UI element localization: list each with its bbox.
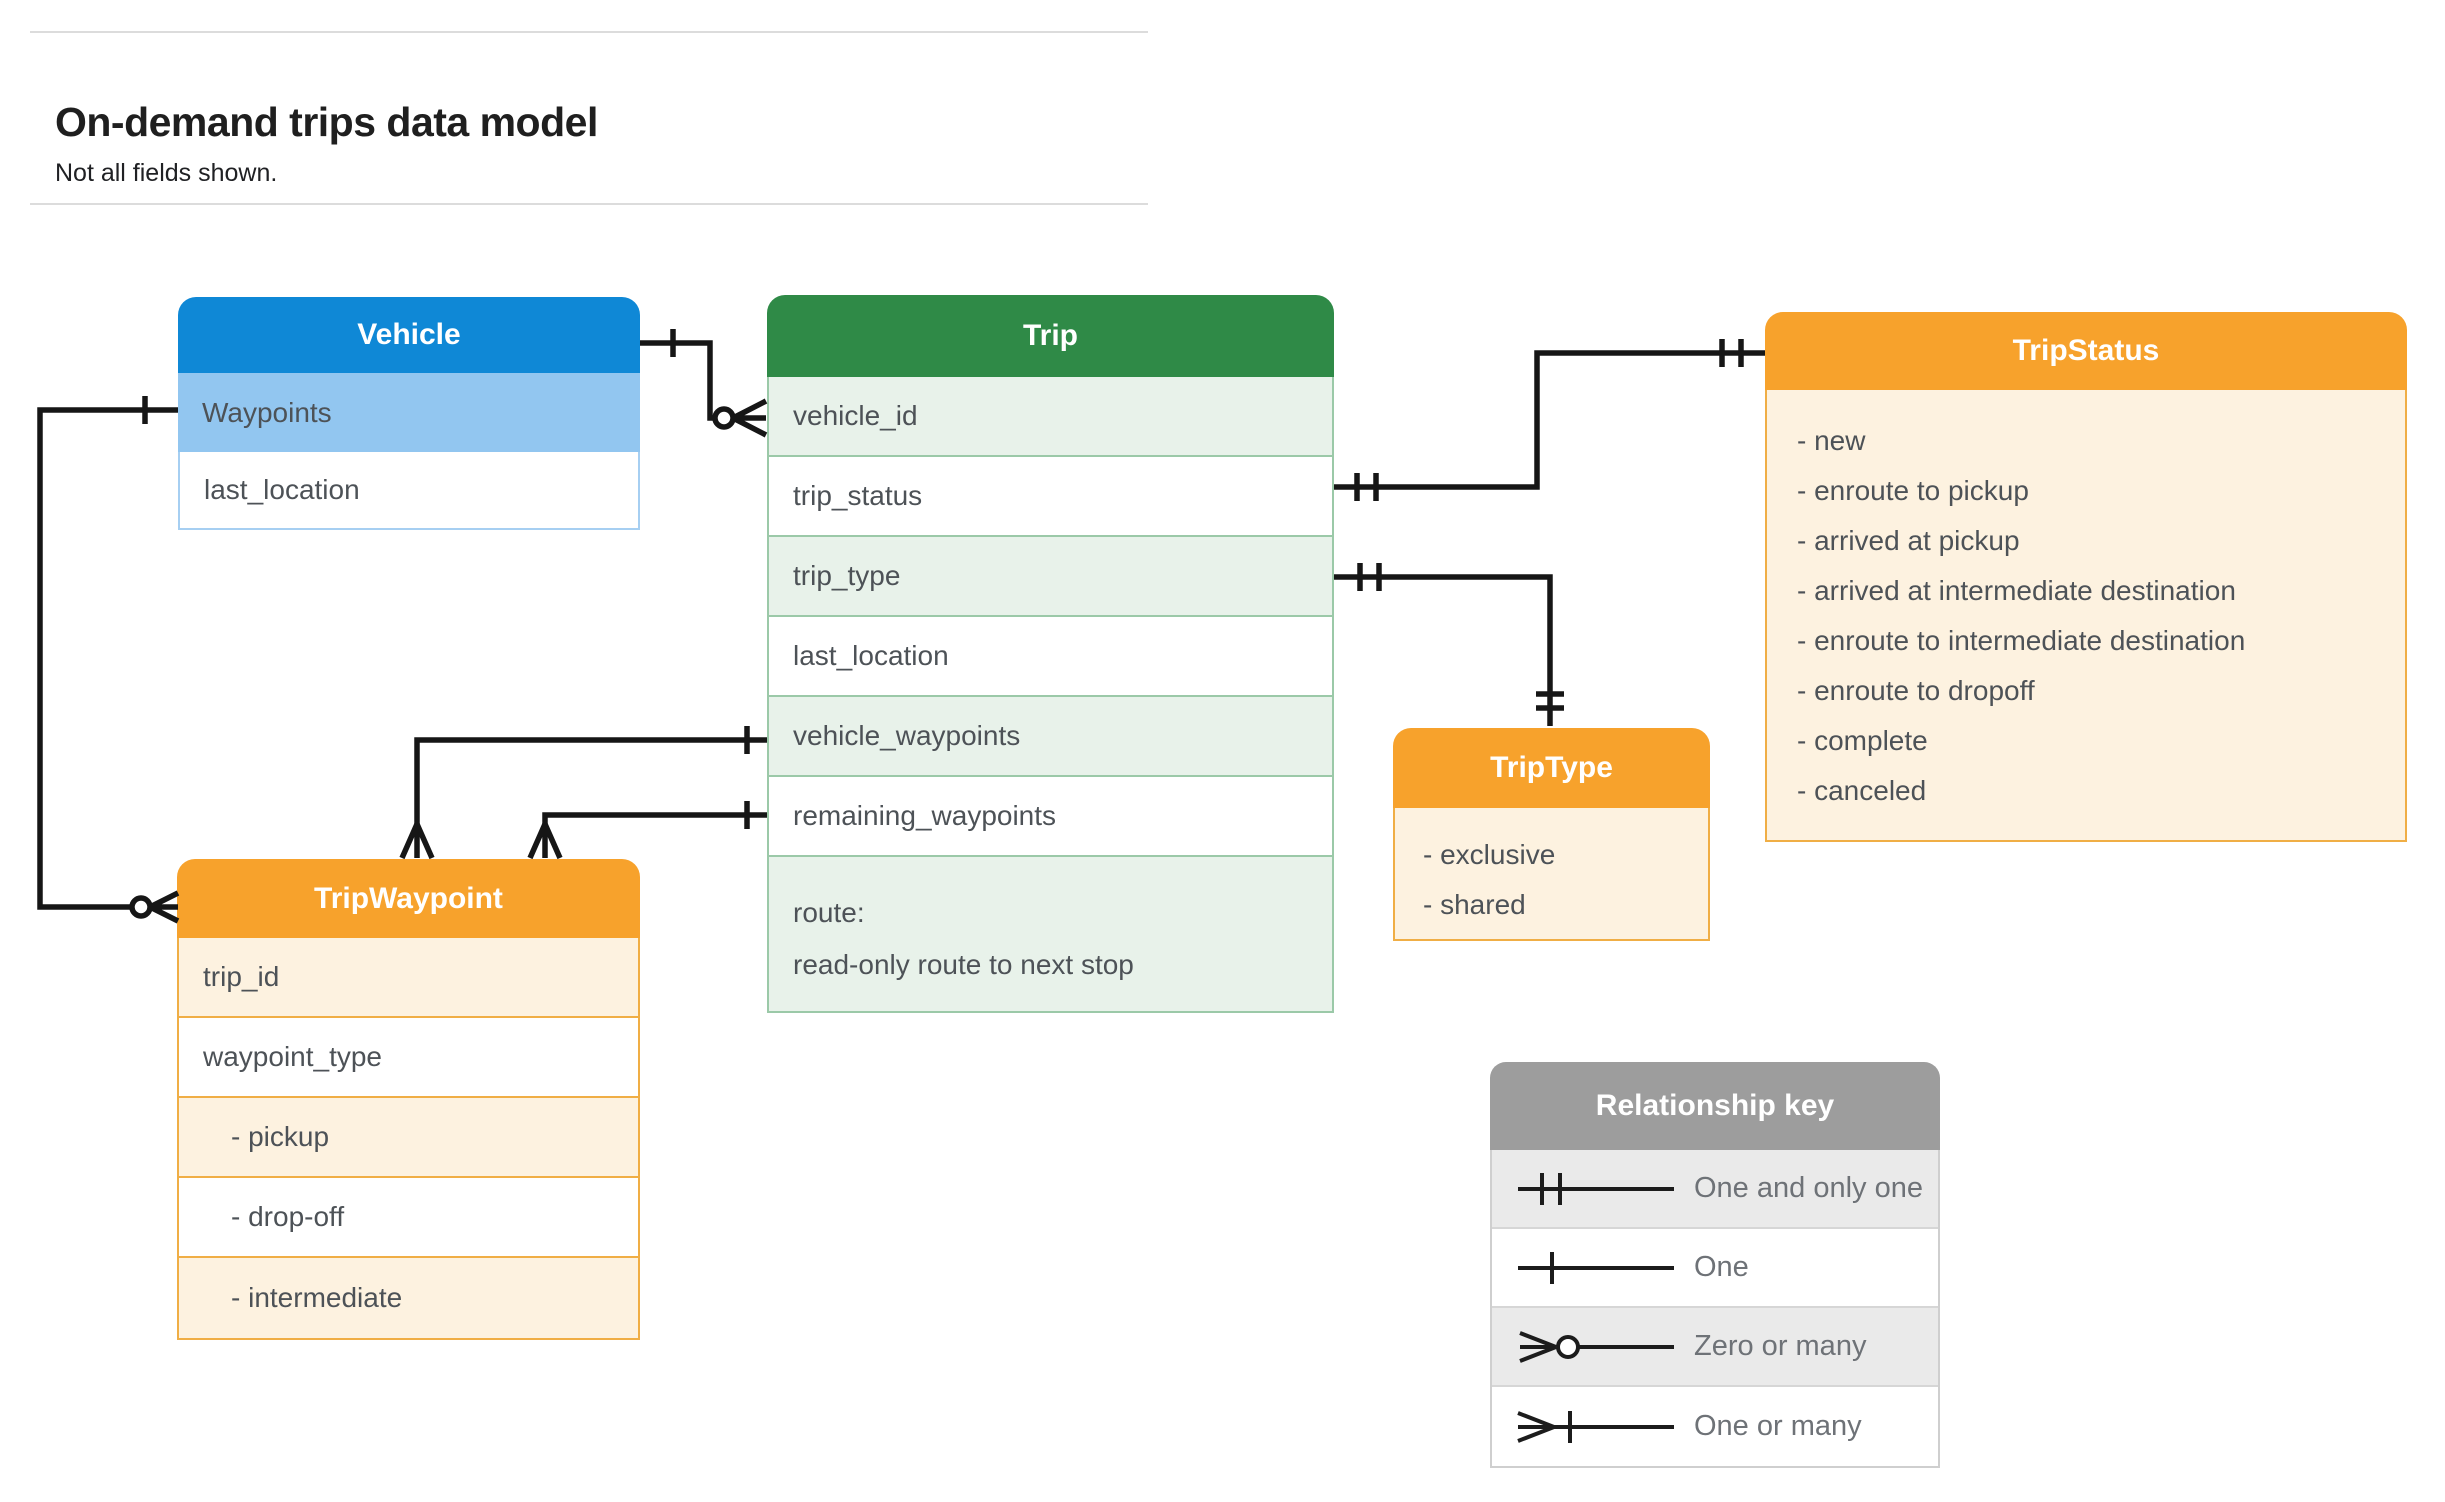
trip-field-vehicle-id: vehicle_id [769,377,1332,457]
entity-trip-waypoint-title: TripWaypoint [177,859,640,938]
trip-status-value-canceled: - canceled [1797,775,1927,806]
trip-field-vehicle-waypoints: vehicle_waypoints [769,697,1332,777]
trip-type-value-exclusive: - exclusive [1423,839,1556,870]
trip-status-value-new: - new [1797,425,1866,456]
title-divider-bottom [30,203,1148,205]
page-subtitle: Not all fields shown. [55,159,278,187]
legend-row-one-or-many: One or many [1492,1387,1938,1466]
trip-status-value-enroute-to-intermediate-destination: - enroute to intermediate destination [1797,625,2246,656]
trip-field-route: route: read-only route to next stop [769,857,1332,1011]
trip-waypoint-value-drop-off: - drop-off [179,1178,638,1258]
trip-field-last-location: last_location [769,617,1332,697]
connector-vehicle-to-trip [640,329,768,438]
title-divider-top [30,31,1148,33]
trip-field-remaining-waypoints: remaining_waypoints [769,777,1332,857]
trip-field-trip-type: trip_type [769,537,1332,617]
connector-vehicle-waypoints-field-to-trip-waypoint [399,726,767,860]
trip-field-route-line1: route: [793,897,865,928]
trip-status-value-complete: - complete [1797,725,1928,756]
entity-trip-type: TripType - exclusive - shared [1393,728,1710,941]
legend-row-one-and-only-one: One and only one [1492,1150,1938,1229]
trip-waypoint-field-waypoint-type: waypoint_type [179,1018,638,1098]
legend-label: One or many [1694,1410,1862,1442]
trip-status-value-enroute-to-dropoff: - enroute to dropoff [1797,675,2035,706]
trip-status-value-arrived-at-pickup: - arrived at pickup [1797,525,2020,556]
entity-trip-title: Trip [767,295,1334,377]
entity-trip-status-title: TripStatus [1765,312,2407,390]
entity-trip-type-title: TripType [1393,728,1710,808]
trip-field-trip-status: trip_status [769,457,1332,537]
trip-status-value-arrived-at-intermediate-destination: - arrived at intermediate destination [1797,575,2236,606]
trip-waypoint-field-trip-id: trip_id [179,938,638,1018]
one-icon [1518,1251,1674,1284]
relationship-key: Relationship key One and only one One Ze… [1490,1062,1940,1468]
vehicle-field-last-location: last_location [178,452,640,530]
zero-or-many-icon [1519,1330,1674,1363]
relationship-key-body: One and only one One Zero or many One or… [1490,1150,1940,1468]
connector-remaining-waypoints-field-to-trip-waypoint [527,801,767,860]
legend-row-zero-or-many: Zero or many [1492,1308,1938,1387]
trip-waypoint-value-intermediate: - intermediate [179,1258,638,1338]
entity-trip-waypoint: TripWaypoint trip_id waypoint_type - pic… [177,859,640,1340]
entity-trip-status-body: - new - enroute to pickup - arrived at p… [1765,390,2407,842]
entity-trip-body: vehicle_id trip_status trip_type last_lo… [767,377,1334,1013]
entity-vehicle-title: Vehicle [178,297,640,373]
trip-waypoint-value-pickup: - pickup [179,1098,638,1178]
relationship-key-title: Relationship key [1490,1062,1940,1150]
trip-field-route-line2: read-only route to next stop [793,949,1134,980]
one-and-only-one-icon [1518,1172,1674,1205]
connector-vehicle-waypoints-to-trip-waypoint [37,396,180,924]
entity-vehicle-body: Waypoints last_location [178,373,640,530]
connector-trip-type-to-trip-type [1334,563,1564,726]
entity-trip-waypoint-body: trip_id waypoint_type - pickup - drop-of… [177,938,640,1340]
legend-row-one: One [1492,1229,1938,1308]
legend-label: Zero or many [1694,1330,1867,1362]
entity-vehicle: Vehicle Waypoints last_location [178,297,640,530]
vehicle-field-waypoints: Waypoints [178,373,640,452]
connector-trip-status-to-trip-status [1334,339,1765,501]
trip-status-value-enroute-to-pickup: - enroute to pickup [1797,475,2029,506]
trip-type-value-shared: - shared [1423,889,1526,920]
legend-label: One [1694,1251,1749,1283]
one-or-many-icon [1517,1410,1674,1443]
entity-trip-type-body: - exclusive - shared [1393,808,1710,941]
legend-label: One and only one [1694,1172,1923,1204]
entity-trip-status: TripStatus - new - enroute to pickup - a… [1765,312,2407,842]
entity-trip: Trip vehicle_id trip_status trip_type la… [767,295,1334,1013]
page-title: On-demand trips data model [55,99,598,146]
